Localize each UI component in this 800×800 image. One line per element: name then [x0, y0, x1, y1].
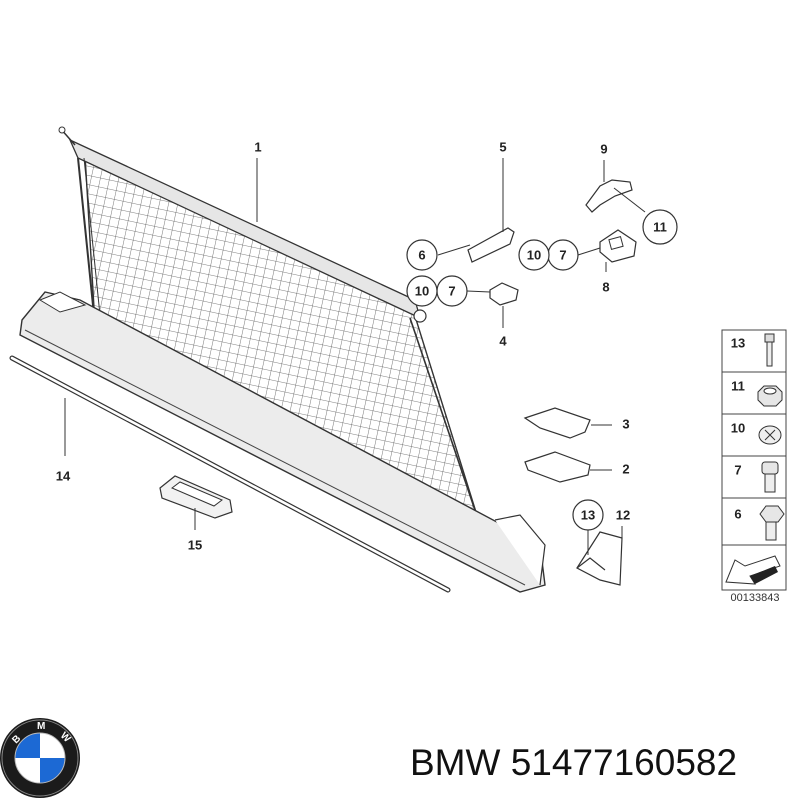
rod-drawing — [9, 355, 451, 593]
bolt-6-icon — [759, 505, 785, 541]
callout-10a: 10 — [527, 248, 541, 263]
callout-5: 5 — [499, 140, 506, 155]
reference-number: 00133843 — [731, 592, 780, 604]
mount-8-drawing — [599, 229, 637, 263]
callout-3: 3 — [622, 417, 629, 432]
clip-4-drawing — [489, 282, 519, 306]
legend-label-13: 13 — [731, 336, 745, 351]
part-number-caption: BMW 51477160582 — [410, 735, 800, 791]
callout-11-circle — [642, 209, 678, 245]
screw-13-icon — [764, 333, 775, 367]
callout-7a: 7 — [559, 248, 566, 263]
leader-lines — [64, 158, 646, 555]
callout-10b: 10 — [415, 284, 429, 299]
callout-10b-circle — [406, 275, 438, 307]
handle-drawing — [159, 475, 233, 519]
legend-label-7: 7 — [734, 463, 741, 478]
callout-13-circle — [572, 499, 604, 531]
callout-8: 8 — [602, 280, 609, 295]
direction-arrow-icon — [725, 555, 781, 585]
callout-10a-circle — [518, 239, 550, 271]
legend-label-11: 11 — [731, 379, 745, 394]
bmw-logo: B M W — [0, 718, 80, 798]
callout-6-circle — [406, 239, 438, 271]
callouts: 1 2 3 4 5 6 7 10 7 10 8 9 11 12 13 14 15 — [56, 140, 678, 553]
callout-7b: 7 — [448, 284, 455, 299]
callout-4: 4 — [499, 334, 507, 349]
hardware-legend: 13 11 10 7 6 — [721, 329, 787, 604]
brand-name: BMW — [410, 742, 501, 783]
part-12-drawing — [576, 531, 623, 586]
part-3-drawing — [523, 407, 591, 439]
svg-text:M: M — [37, 721, 45, 732]
screw-10-icon — [758, 425, 782, 445]
bolt-7-icon — [761, 461, 779, 493]
cargo-net-drawing — [19, 126, 546, 593]
callout-13: 13 — [581, 508, 595, 523]
bracket-9-drawing — [585, 179, 633, 213]
legend-label-6: 6 — [734, 507, 741, 522]
callout-11: 11 — [653, 220, 667, 235]
callout-15: 15 — [188, 538, 202, 553]
bracket-5-drawing — [467, 227, 515, 263]
callout-9: 9 — [600, 142, 607, 157]
callout-6: 6 — [418, 248, 425, 263]
legend-label-10: 10 — [731, 421, 745, 436]
part-number: 51477160582 — [510, 742, 738, 783]
callout-12: 12 — [616, 508, 630, 523]
callout-14: 14 — [56, 469, 71, 484]
callout-1: 1 — [254, 140, 261, 155]
part-2-drawing — [524, 451, 591, 483]
nut-11-icon — [757, 385, 783, 407]
callout-2: 2 — [622, 462, 629, 477]
